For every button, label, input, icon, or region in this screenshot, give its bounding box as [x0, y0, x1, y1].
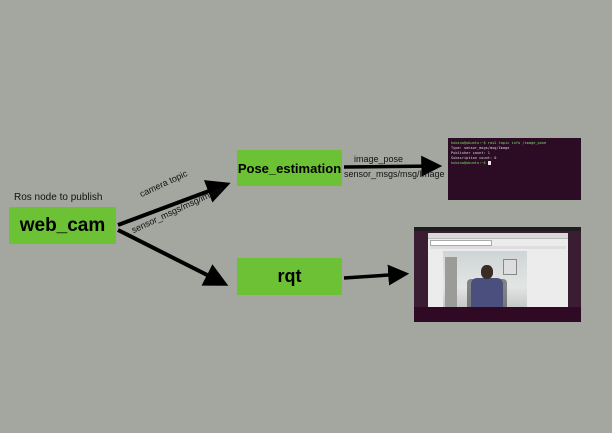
rqt-window	[428, 233, 568, 317]
terminal-line: Publisher count: 1	[451, 151, 490, 155]
image-person-head	[481, 265, 493, 279]
edge-label-sensor-image-2: sensor_msgs/msg/Image	[344, 169, 445, 179]
terminal-line: hubino@ubuntu:~$ ros2 topic info /image_…	[451, 141, 547, 145]
rqt-terminal-pane	[414, 307, 581, 322]
terminal-line: Subscription count: 0	[451, 156, 497, 160]
image-wall-fan	[503, 259, 517, 275]
rqt-topic-selector	[430, 240, 492, 246]
terminal-line: hubino@ubuntu:~$	[451, 161, 578, 166]
image-door	[445, 257, 457, 311]
arrow-webcam-to-pose	[117, 180, 231, 227]
rqt-window-titlebar	[428, 233, 568, 239]
desktop-topbar	[414, 227, 581, 231]
rqt-toolbar	[430, 246, 566, 249]
node-rqt: rqt	[237, 258, 342, 295]
publisher-caption: Ros node to publish	[14, 192, 103, 203]
rqt-image-view	[443, 251, 527, 311]
edge-label-image-pose: image_pose	[354, 154, 404, 164]
arrow-rqt-to-screenshot	[343, 264, 410, 286]
terminal-line: Type: sensor_msgs/msg/Image	[451, 146, 510, 150]
arrow-webcam-to-rqt	[117, 228, 229, 286]
cursor	[487, 161, 491, 165]
node-pose-estimation: Pose_estimation	[237, 150, 342, 186]
arrow-pose-to-terminal	[343, 155, 443, 177]
node-web-cam: web_cam	[9, 207, 116, 244]
rqt-screenshot	[414, 227, 581, 322]
image-person-body	[471, 278, 503, 311]
terminal-screenshot: hubino@ubuntu:~$ ros2 topic info /image_…	[448, 138, 581, 200]
